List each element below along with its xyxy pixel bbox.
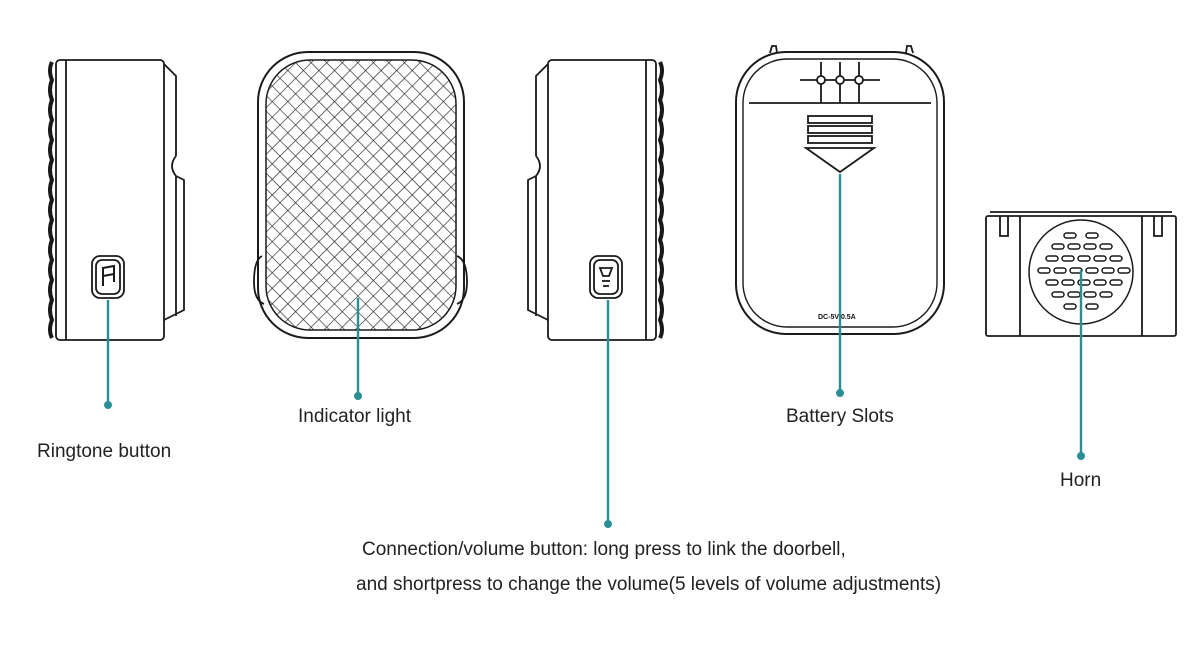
label-indicator-light: Indicator light — [298, 406, 412, 427]
battery-slot-latch[interactable] — [803, 115, 877, 174]
leader-battery — [836, 174, 845, 398]
side-view-left — [48, 59, 185, 341]
label-battery-slots: Battery Slots — [786, 406, 894, 427]
side-view-right — [527, 59, 664, 341]
leader-indicator — [354, 298, 363, 401]
leader-ringtone — [103, 300, 112, 410]
label-horn: Horn — [1060, 470, 1102, 491]
back-view — [735, 45, 945, 335]
music-note-icon — [102, 264, 115, 286]
leader-horn — [1076, 270, 1085, 461]
label-connection-line-2: and shortpress to change the volume(5 le… — [356, 574, 942, 595]
ringtone-button[interactable] — [91, 255, 125, 299]
bottom-view — [985, 211, 1177, 337]
voltage-rating: DC-5V 0.5A — [818, 314, 856, 321]
leader-connection — [604, 300, 613, 529]
speaker-icon — [598, 267, 614, 287]
front-view — [253, 51, 468, 339]
connection-volume-button[interactable] — [589, 255, 623, 299]
label-connection-line-1: Connection/volume button: long press to … — [362, 539, 846, 560]
label-ringtone-button: Ringtone button — [37, 441, 172, 462]
